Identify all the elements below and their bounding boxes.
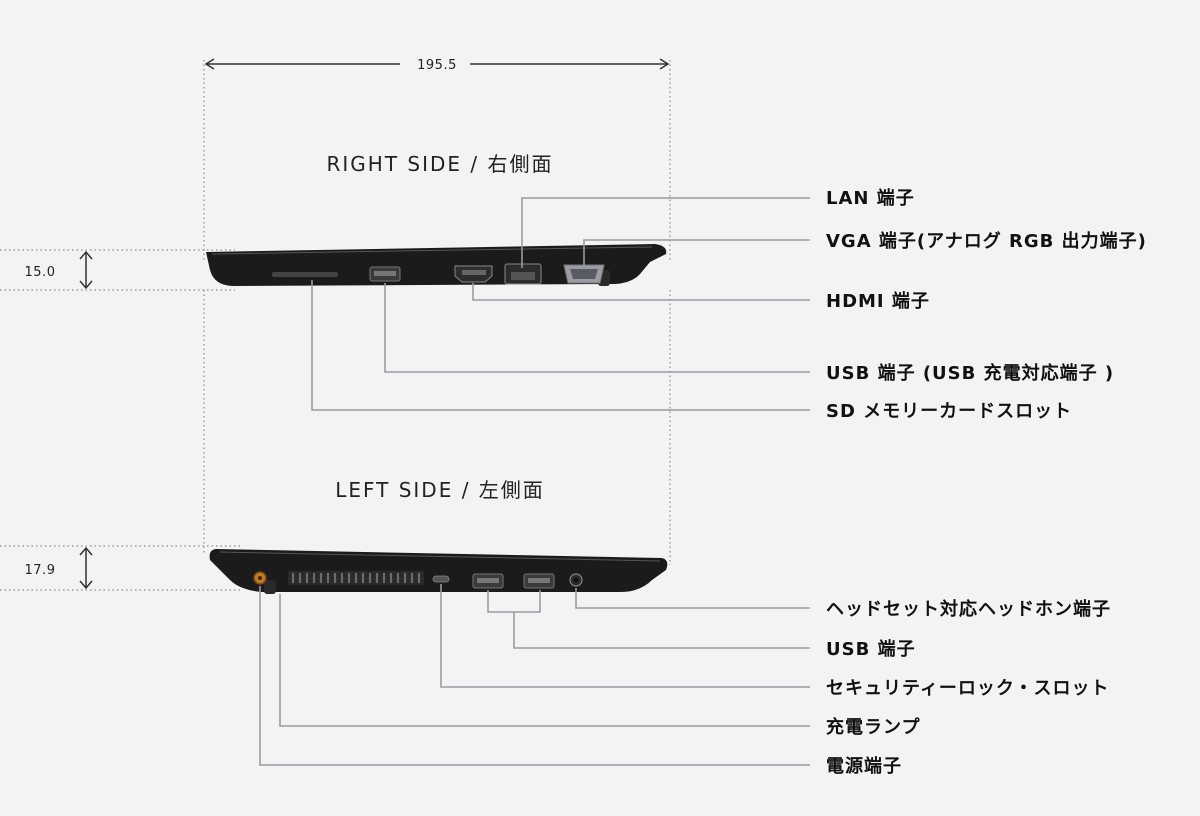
width-value: 195.5 — [417, 58, 457, 73]
sd-label: SD メモリーカードスロット — [826, 401, 1072, 422]
width-arrowhead-left — [204, 58, 215, 70]
left-thickness-dimension: 17.9 — [0, 545, 240, 591]
left-side-heading: LEFT SIDE / 左側面 — [335, 478, 545, 502]
vent-slats — [291, 573, 421, 583]
usb-port-left-2-tongue — [528, 578, 550, 583]
headset-leader — [575, 588, 810, 609]
right-thickness-value: 15.0 — [25, 265, 56, 280]
right-thickness-dimension: 15.0 — [0, 249, 235, 291]
power-label: 電源端子 — [826, 755, 902, 777]
cooling-vent — [288, 571, 424, 585]
usb-left-leader — [513, 612, 810, 649]
usb-right-label: USB 端子 (USB 充電対応端子 ) — [826, 362, 1114, 384]
left-side-body — [209, 549, 668, 592]
lan-leader — [521, 197, 810, 268]
right-thickness-arrowhead-bottom — [79, 280, 93, 290]
usb-left-label: USB 端子 — [826, 639, 916, 660]
headset-label: ヘッドセット対応ヘッドホン端子 — [826, 598, 1111, 620]
width-dimension: 195.5 — [203, 58, 671, 565]
left-thickness-arrowhead-top — [79, 546, 93, 556]
security-leader — [440, 584, 810, 688]
width-arrowhead-right — [659, 58, 670, 70]
left-thickness-value: 17.9 — [25, 563, 56, 578]
security-label: セキュリティーロック・スロット — [826, 678, 1110, 699]
usb-left-bracket — [487, 590, 541, 613]
sd-slot — [272, 272, 338, 277]
left-thickness-arrowhead-bottom — [79, 580, 93, 590]
left-side-laptop — [209, 549, 668, 594]
lan-port-inner — [511, 272, 535, 280]
vga-label: VGA 端子(アナログ RGB 出力端子) — [826, 230, 1147, 252]
left-side-labels: ヘッドセット対応ヘッドホン端子 USB 端子 セキュリティーロック・スロット 充… — [826, 598, 1111, 777]
vga-leader — [583, 239, 810, 266]
right-thickness-arrowhead-top — [79, 250, 93, 260]
left-side-leaders — [259, 584, 810, 766]
vga-port-inner — [570, 269, 598, 279]
headset-jack-hole — [573, 577, 579, 583]
usb-port-left-1-tongue — [477, 578, 499, 583]
right-side-edge-highlight — [211, 246, 653, 255]
left-side-foot — [264, 580, 276, 594]
right-side-laptop — [206, 244, 667, 286]
left-side-edge-highlight — [219, 551, 661, 562]
right-side-leaders — [311, 197, 810, 411]
security-lock-slot — [432, 575, 450, 583]
hdmi-label: HDMI 端子 — [826, 291, 930, 312]
hdmi-leader — [472, 283, 810, 301]
power-jack-pin — [258, 576, 262, 580]
charge-lamp-leader — [279, 594, 810, 727]
lan-label: LAN 端子 — [826, 188, 915, 209]
right-side-heading: RIGHT SIDE / 右側面 — [327, 152, 554, 176]
hdmi-port-inner — [462, 270, 486, 275]
sd-leader — [311, 280, 810, 411]
usb-port-right-tongue — [374, 271, 396, 276]
right-side-labels: LAN 端子 VGA 端子(アナログ RGB 出力端子) HDMI 端子 USB… — [826, 188, 1147, 422]
usb-right-leader — [384, 283, 810, 373]
power-leader — [259, 586, 810, 766]
charge-lamp-label: 充電ランプ — [826, 716, 920, 738]
